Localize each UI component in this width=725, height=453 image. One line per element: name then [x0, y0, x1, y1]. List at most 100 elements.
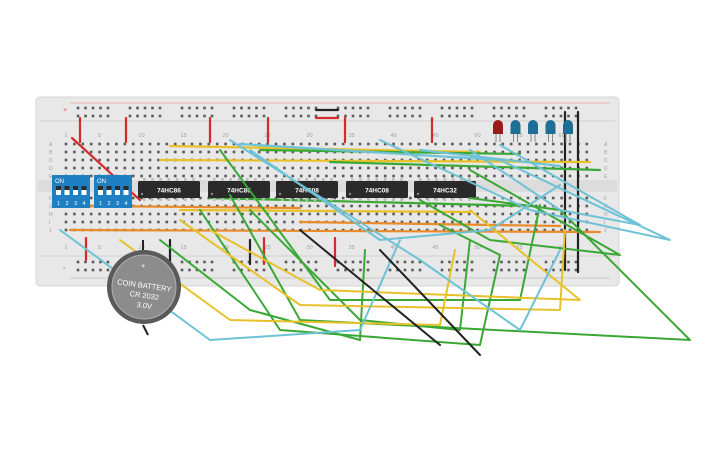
dip-toggle[interactable] [81, 186, 87, 195]
hole [123, 158, 127, 162]
chip-pin [262, 178, 265, 181]
rail-hole [195, 114, 199, 118]
hole [383, 228, 387, 232]
rail-hole [203, 114, 206, 118]
hole [106, 212, 110, 216]
rail-hole [403, 268, 407, 272]
dip-toggle[interactable] [73, 186, 78, 195]
rail-hole [292, 106, 295, 110]
hole [501, 228, 505, 232]
dip-toggle[interactable] [98, 186, 103, 195]
rail-hole [314, 106, 318, 110]
hole [190, 174, 194, 178]
dip-toggle[interactable] [123, 186, 129, 195]
hole [316, 166, 320, 170]
hole [89, 150, 93, 154]
hole [442, 166, 446, 170]
column-number: 60 [559, 133, 565, 139]
rail-hole [515, 106, 518, 110]
rail-hole [507, 268, 511, 272]
rail-hole [195, 106, 199, 110]
rail-hole [411, 114, 414, 118]
hole [131, 196, 135, 200]
hole [568, 142, 572, 146]
hole [98, 150, 101, 154]
rail-hole [507, 114, 511, 118]
hole [493, 150, 496, 154]
rail-hole [240, 114, 243, 118]
hole [131, 212, 135, 216]
hole [131, 158, 135, 162]
rail-hole [284, 268, 288, 272]
hole [543, 204, 547, 208]
rail-hole [455, 268, 459, 272]
chip-pin [281, 198, 284, 201]
rail-hole [440, 260, 444, 264]
chip-body [208, 181, 270, 198]
hole [509, 142, 513, 146]
hole [501, 142, 505, 146]
rail-hole [106, 106, 110, 110]
hole [434, 174, 437, 178]
dip-toggle[interactable] [115, 186, 120, 195]
chip-pin [289, 198, 292, 201]
column-number: 10 [139, 133, 145, 139]
hole [518, 212, 521, 216]
rail-hole [567, 106, 570, 110]
chip-pin [468, 198, 471, 201]
rail-hole [522, 268, 526, 272]
chip-pin [175, 178, 179, 181]
hole [215, 150, 219, 154]
rail-hole [366, 114, 370, 118]
hole [89, 166, 93, 170]
row-letter: J [49, 228, 52, 234]
hole [241, 174, 244, 178]
hole [308, 174, 311, 178]
rail-hole [366, 106, 370, 110]
rail-hole [574, 268, 578, 272]
hole [140, 212, 143, 216]
rail-hole [91, 268, 95, 272]
column-number: 50 [475, 133, 481, 139]
row-letter: D [604, 166, 608, 172]
hole [316, 204, 320, 208]
hole [283, 150, 286, 154]
rail-hole [188, 106, 191, 110]
chip-label: 74HC86 [227, 188, 251, 195]
chip-notch [348, 192, 352, 196]
hole [274, 204, 278, 208]
dip-toggle[interactable] [64, 186, 70, 195]
rail-hole [448, 260, 451, 264]
hole [425, 158, 429, 162]
rail-hole [544, 114, 548, 118]
hole [367, 174, 370, 178]
rail-hole [492, 106, 496, 110]
led-body [510, 120, 521, 134]
ic-chip: 74HC32 [414, 178, 476, 201]
chip-pin [330, 178, 333, 181]
hole [215, 166, 219, 170]
hole [257, 220, 261, 224]
hole [148, 142, 152, 146]
hole [215, 220, 219, 224]
dip-toggle[interactable] [56, 186, 61, 195]
hole [367, 228, 370, 232]
hole [459, 204, 463, 208]
hole [241, 220, 244, 224]
rail-hole [203, 268, 206, 272]
row-letter: F [49, 196, 52, 202]
wire [178, 208, 472, 214]
hole [392, 212, 395, 216]
hole [518, 174, 521, 178]
hole [73, 220, 76, 224]
hole [148, 166, 152, 170]
hole [81, 166, 85, 170]
hole [518, 142, 521, 146]
loop-wire [299, 229, 441, 346]
hole [535, 196, 538, 200]
rail-hole [284, 106, 288, 110]
coin-battery: + COIN BATTERY CR 2032 3.0V [107, 240, 181, 336]
dip-toggle[interactable] [106, 186, 112, 195]
